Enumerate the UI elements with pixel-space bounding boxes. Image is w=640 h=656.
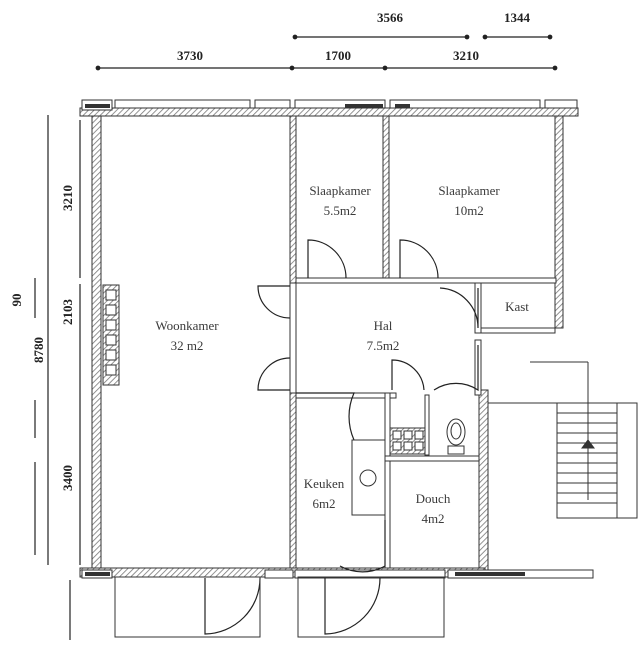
room-area-woonkamer: 32 m2 (171, 338, 204, 353)
room-name-douch: Douch (416, 491, 451, 506)
dim-3210-top: 3210 (453, 48, 479, 63)
room-name-slaapkamer-small: Slaapkamer (309, 183, 371, 198)
top-dimension-row-1 (292, 34, 553, 40)
room-area-slaapkamer-large: 10m2 (454, 203, 484, 218)
dim-2103: 2103 (60, 299, 75, 326)
room-area-slaapkamer-small: 5.5m2 (324, 203, 357, 218)
room-area-hal: 7.5m2 (367, 338, 400, 353)
staircase (488, 361, 638, 519)
dim-3566: 3566 (377, 10, 404, 25)
kitchen-counter (351, 439, 386, 516)
room-name-keuken: Keuken (304, 476, 345, 491)
dim-3400: 3400 (60, 465, 75, 491)
room-area-keuken: 6m2 (312, 496, 335, 511)
doors (204, 239, 479, 635)
dim-3210-left: 3210 (60, 185, 75, 211)
room-name-slaapkamer-large: Slaapkamer (438, 183, 500, 198)
room-area-douch: 4m2 (421, 511, 444, 526)
top-dimension-row-2 (95, 65, 558, 71)
dim-8780: 8780 (31, 337, 46, 363)
left-dimension-lines (34, 115, 81, 640)
room-name-hal: Hal (374, 318, 393, 333)
bathroom-fixtures (389, 418, 466, 455)
dim-3730: 3730 (177, 48, 203, 63)
balconies (114, 576, 445, 638)
room-name-woonkamer: Woonkamer (155, 318, 219, 333)
dim-90: 90 (9, 294, 24, 307)
dim-1700: 1700 (325, 48, 351, 63)
exterior-walls (79, 99, 594, 579)
room-name-kast: Kast (505, 299, 529, 314)
dim-1344: 1344 (504, 10, 531, 25)
chimney-block (102, 284, 120, 386)
